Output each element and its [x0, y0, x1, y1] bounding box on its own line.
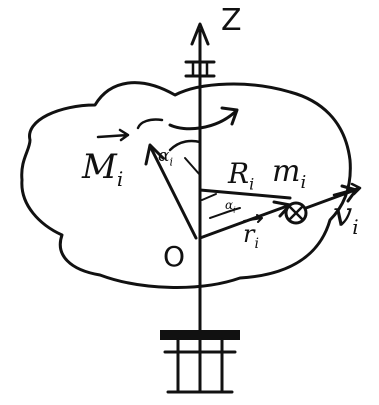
velocity-label: vi [333, 195, 359, 239]
m-vector-overarrow [96, 128, 130, 142]
small-angle-label: αi [225, 198, 236, 215]
angular-momentum-arrowhead [144, 143, 165, 166]
r-vector-overarrow [243, 214, 263, 223]
rotation-arrow-tail [136, 118, 164, 130]
guide-line-a [184, 157, 201, 176]
alpha-angle-arc [168, 139, 202, 152]
top-bearing-icon [184, 60, 216, 78]
alpha-angle-label: αi [158, 146, 174, 169]
radius-vector [198, 188, 292, 200]
rigid-body-outline [20, 81, 352, 289]
small-angle-arc [209, 207, 241, 219]
position-vector-label: ri [243, 220, 259, 252]
angular-momentum-vector [148, 144, 198, 240]
rotation-arrowhead [220, 106, 239, 126]
z-axis-label: Z [221, 3, 242, 38]
z-axis-arrowhead [190, 22, 210, 46]
radius-label: Ri [228, 157, 255, 194]
origin-label: O [163, 240, 186, 273]
guide-line-b [201, 193, 217, 201]
velocity-vector [304, 188, 357, 210]
angular-momentum-label: Mi [82, 147, 124, 191]
v-vector-overarrow [332, 182, 362, 197]
rotation-arrow [168, 110, 237, 131]
bottom-bearing-icon [160, 330, 240, 394]
mass-label: mi [272, 154, 307, 193]
velocity-into-page-icon [284, 201, 308, 225]
